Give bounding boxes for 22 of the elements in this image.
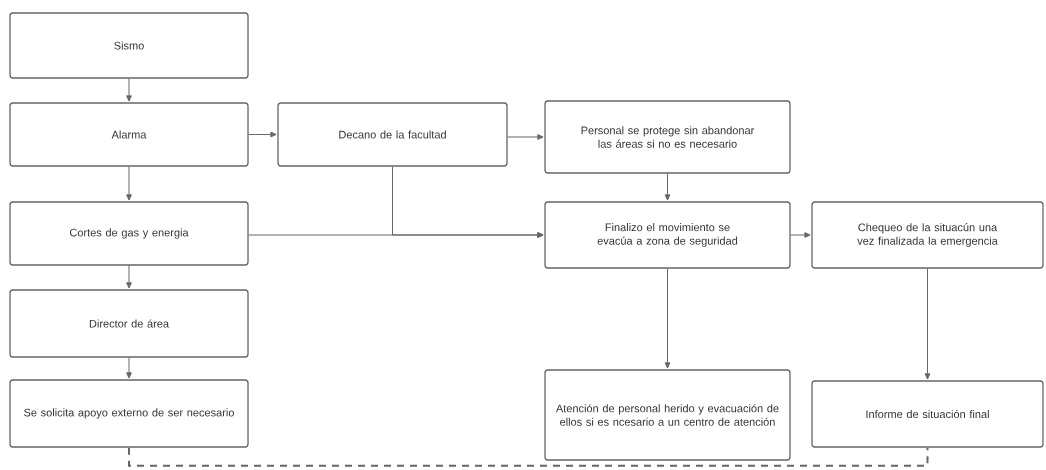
arrow bbox=[924, 268, 931, 380]
process-box: Informe de situación final bbox=[811, 380, 1044, 448]
process-box: Alarma bbox=[9, 102, 249, 167]
process-box: Decano de la facultad bbox=[277, 102, 508, 167]
arrow bbox=[126, 357, 132, 379]
process-box: Chequeo de la situacún una vez finalizada la emergencia bbox=[811, 201, 1044, 269]
arrow bbox=[507, 134, 544, 140]
process-box: Sismo bbox=[9, 12, 249, 79]
process-box: Director de área bbox=[9, 289, 249, 358]
arrow bbox=[126, 265, 132, 289]
process-box: Finalizo el movimiento se evacúa a zona de seguridad bbox=[544, 201, 791, 269]
arrow bbox=[664, 173, 671, 201]
process-box: Cortes de gas y energia bbox=[9, 201, 249, 266]
arrow bbox=[126, 78, 132, 102]
process-box: Personal se protege sin abandonar las áreas si no es necesario bbox=[544, 100, 791, 174]
arrow bbox=[392, 166, 544, 238]
arrow bbox=[790, 232, 811, 238]
process-box: Atención de personal herido y evacuación de ellos si es ncesario a un centro de atención bbox=[544, 369, 791, 461]
process-box: Se solicita apoyo externo de ser necesario bbox=[9, 379, 249, 448]
arrow bbox=[248, 131, 277, 138]
arrow bbox=[126, 166, 132, 201]
arrow bbox=[664, 268, 671, 369]
